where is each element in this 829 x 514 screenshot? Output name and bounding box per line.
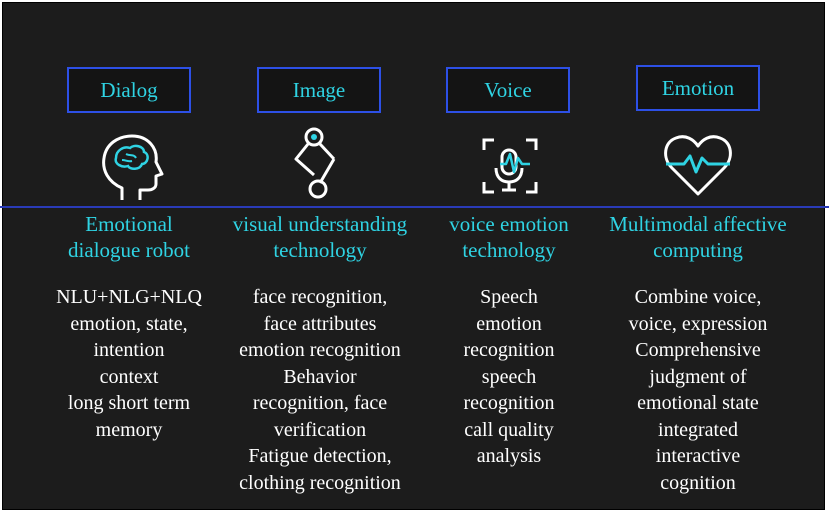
image-description: face recognition, face attributes emotio… (222, 284, 418, 496)
image-item: Behavior (283, 365, 357, 388)
image-title-line: technology (273, 238, 367, 262)
dialog-title-line: Emotional (85, 212, 173, 236)
voice-title: voice emotion technology (420, 211, 598, 263)
brain-head-icon (92, 128, 172, 208)
image-item: Fatigue detection, (248, 445, 392, 467)
image-label: Image (292, 77, 346, 102)
dialog-label-box: Dialog (67, 67, 191, 113)
voice-item: recognition (463, 392, 555, 414)
divider-line (0, 206, 829, 208)
dialog-label: Dialog (100, 77, 158, 102)
emotion-title: Multimodal affective computing (598, 211, 798, 263)
image-item: face attributes (263, 312, 377, 335)
voice-label: Voice (484, 77, 532, 102)
dialog-item: intention (93, 339, 165, 361)
voice-item: recognition (463, 339, 555, 361)
image-title-line: visual understanding (232, 212, 408, 236)
emotion-item: interactive (655, 445, 741, 467)
image-item: clothing recognition (239, 471, 401, 494)
voice-item: analysis (476, 445, 542, 467)
dialog-item: NLU+NLG+NLQ (56, 286, 202, 308)
emotion-title-line: computing (653, 238, 743, 262)
emotion-label-box: Emotion (636, 65, 760, 111)
image-item: recognition, face (252, 392, 388, 414)
dialog-description: NLU+NLG+NLQ emotion, state, intention co… (34, 284, 224, 443)
image-item: verification (273, 418, 367, 441)
voice-microphone-icon (470, 128, 550, 208)
image-item: face recognition, (252, 286, 388, 308)
voice-title-line: technology (462, 238, 556, 262)
dialog-item: memory (95, 418, 163, 441)
image-label-box: Image (257, 67, 381, 113)
emotion-description: Combine voice, voice, expression Compreh… (598, 284, 798, 496)
emotion-item: emotional state (637, 392, 759, 414)
emotion-item: cognition (660, 471, 736, 494)
dialog-item: long short term (67, 392, 191, 414)
emotion-item: Comprehensive (635, 339, 761, 361)
voice-label-box: Voice (446, 67, 570, 113)
dialog-title-line: dialogue robot (68, 238, 190, 262)
voice-item: call quality (464, 418, 554, 441)
dialog-title: Emotional dialogue robot (34, 211, 224, 263)
voice-item: emotion (476, 312, 542, 335)
emotion-label: Emotion (661, 75, 735, 100)
voice-description: Speech emotion recognition speech recogn… (420, 284, 598, 470)
voice-item: Speech (480, 286, 538, 308)
dialog-item: emotion, state, (70, 312, 188, 335)
voice-title-line: voice emotion (449, 212, 569, 236)
dialog-item: context (99, 365, 159, 388)
emotion-item: integrated (658, 418, 738, 441)
camera-robot-arm-icon (284, 125, 364, 205)
voice-item: speech (481, 365, 537, 388)
emotion-item: Combine voice, (634, 286, 762, 308)
emotion-item: judgment of (649, 365, 747, 388)
heart-pulse-icon (658, 126, 738, 206)
emotion-item: voice, expression (628, 312, 768, 335)
image-title: visual understanding technology (222, 211, 418, 263)
emotion-title-line: Multimodal affective (609, 212, 787, 236)
image-item: emotion recognition (239, 339, 401, 361)
